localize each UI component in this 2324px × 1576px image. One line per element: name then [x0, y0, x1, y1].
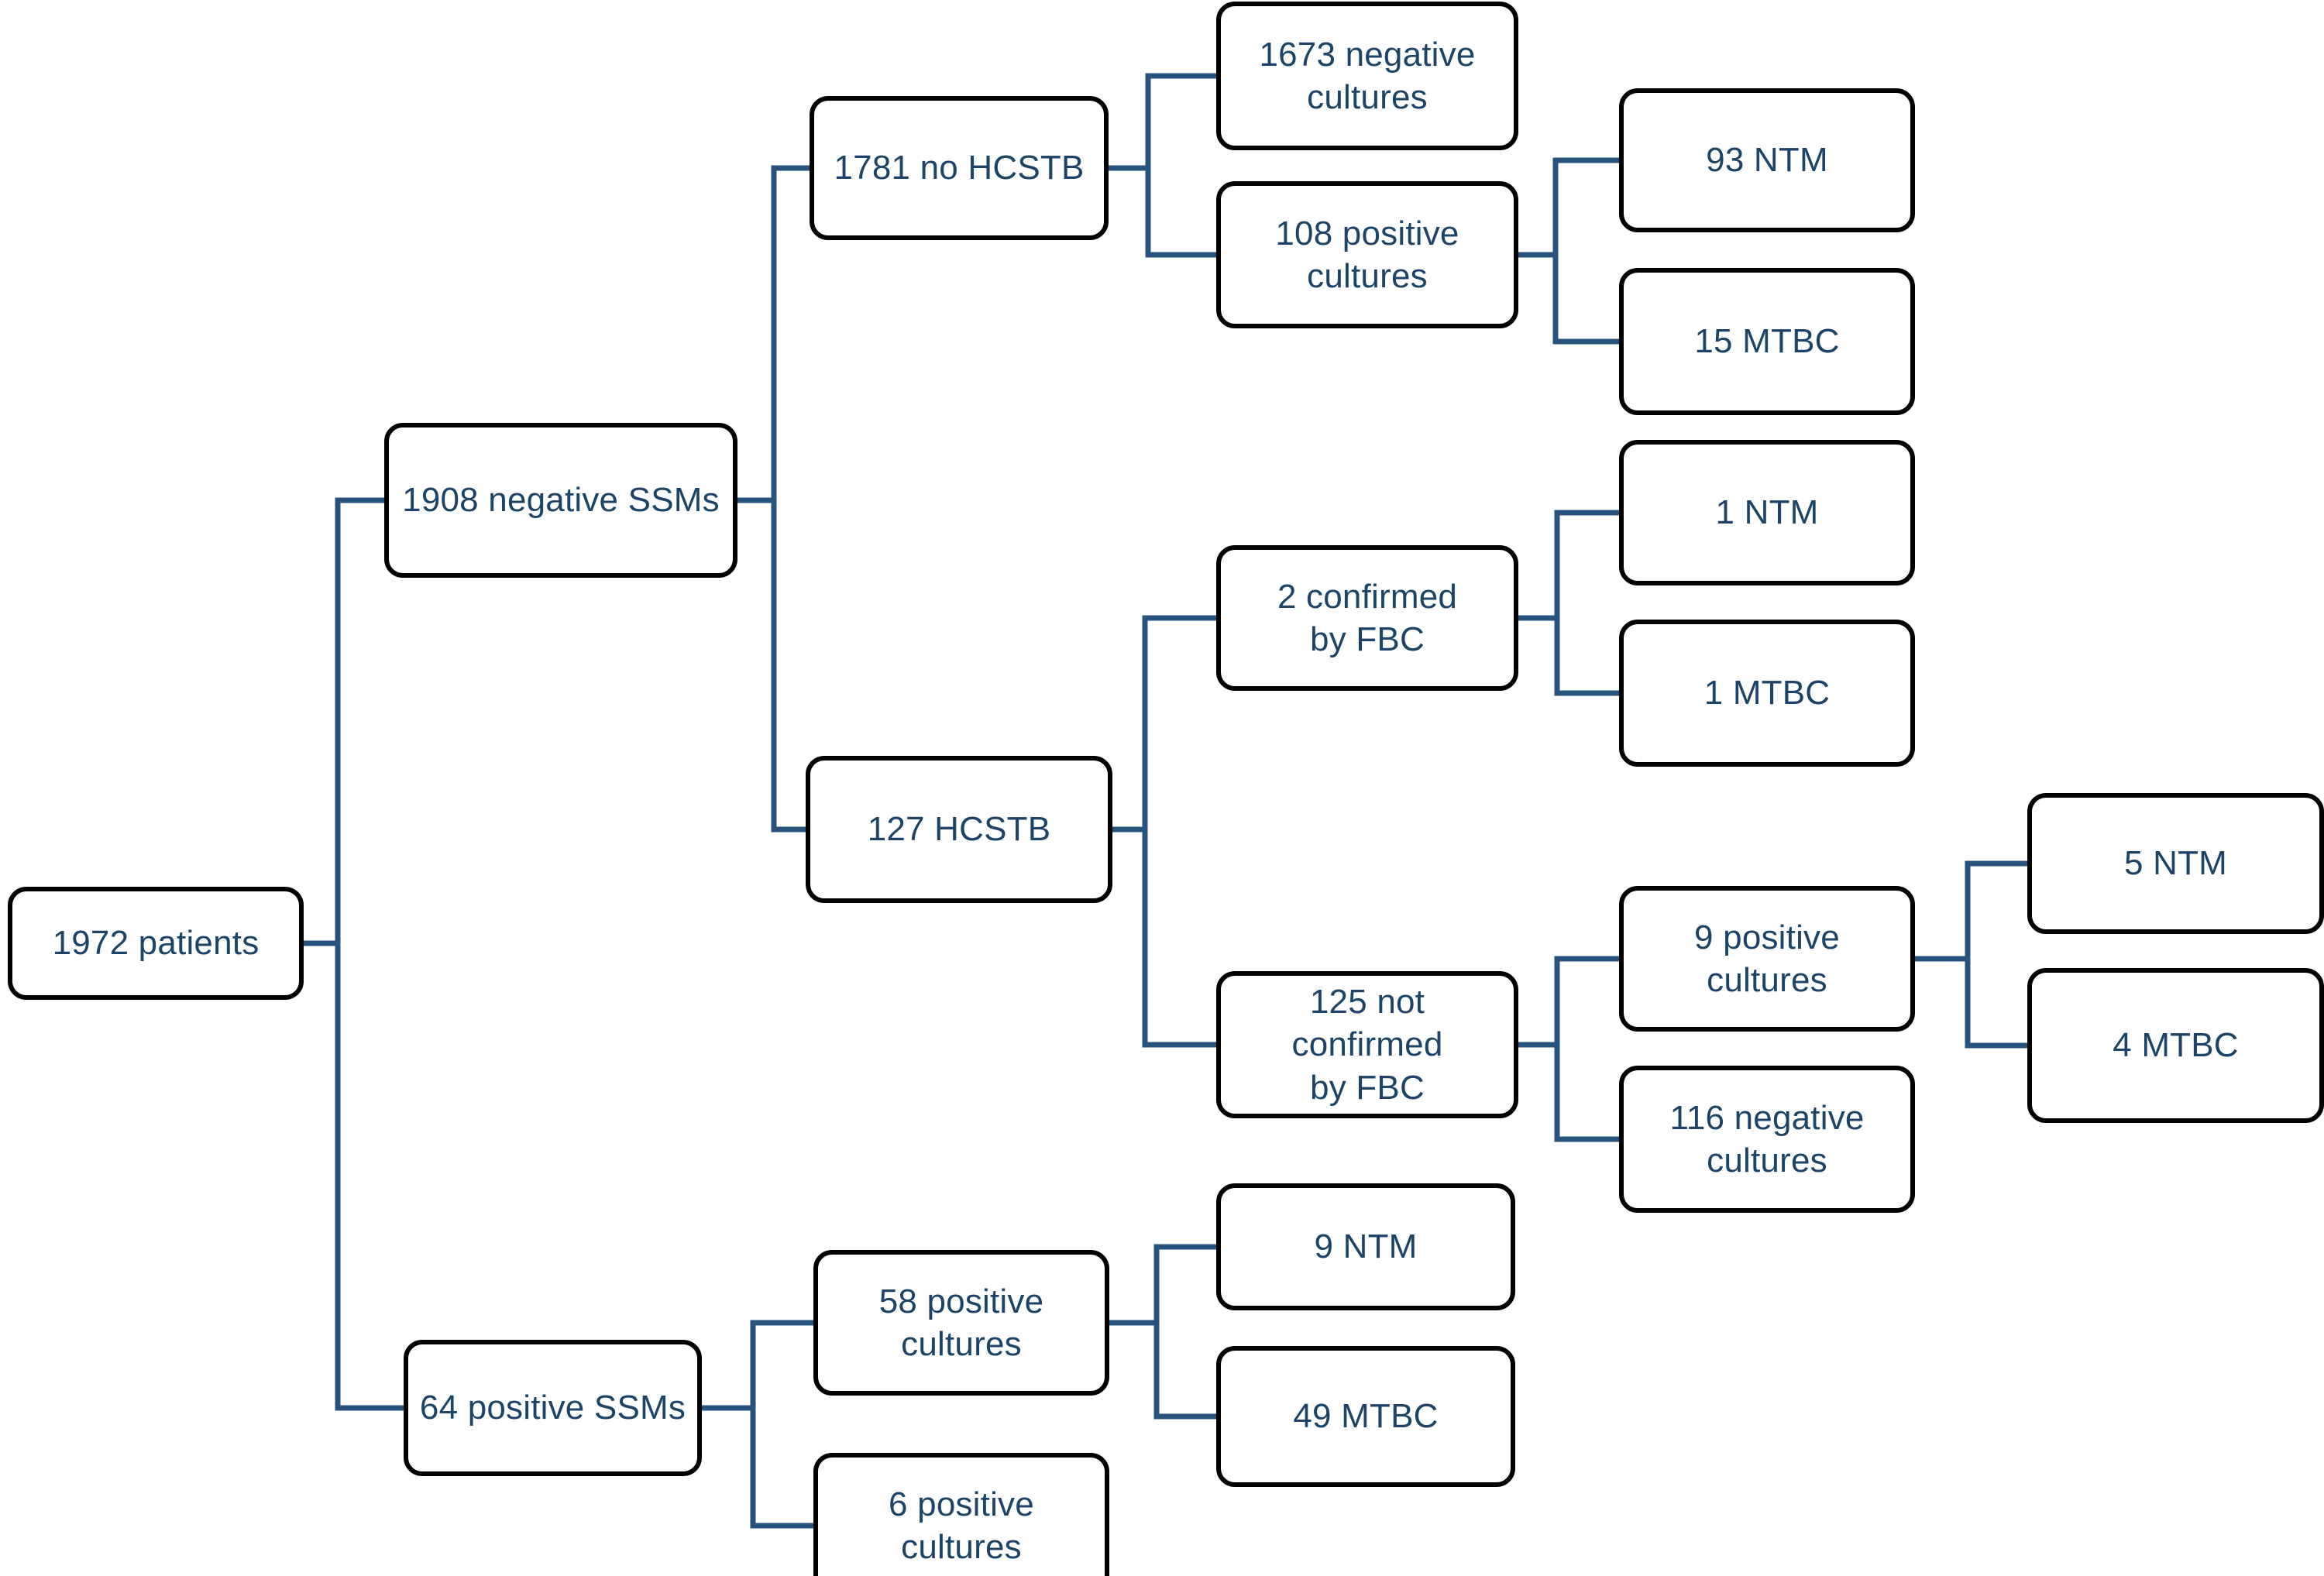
flow-node-label: 9 positive cultures — [1694, 918, 1840, 999]
flow-node-pos-cultures-108[interactable]: 108 positive cultures — [1216, 181, 1518, 328]
flow-node-label: 108 positive cultures — [1275, 214, 1459, 295]
flow-node-ntm-5[interactable]: 5 NTM — [2027, 793, 2324, 934]
flow-node-mtbc-15[interactable]: 15 MTBC — [1619, 268, 1915, 415]
flow-node-patients[interactable]: 1972 patients — [8, 887, 304, 1000]
flow-node-label: 127 HCSTB — [867, 810, 1051, 849]
flow-node-label: 116 negative cultures — [1669, 1098, 1865, 1179]
flow-node-label: 1 MTBC — [1703, 674, 1831, 712]
flow-node-label: 9 NTM — [1314, 1227, 1418, 1266]
flow-node-label: 93 NTM — [1706, 141, 1828, 180]
flow-node-label: 125 not confirmed by FBC — [1291, 982, 1443, 1107]
flow-node-label: 1781 no HCSTB — [834, 149, 1085, 187]
flow-node-label: 1 NTM — [1715, 493, 1819, 532]
flow-node-label: 5 NTM — [2124, 844, 2227, 883]
flow-node-label: 1972 patients — [52, 924, 260, 963]
flow-node-neg-ssm[interactable]: 1908 negative SSMs — [384, 423, 737, 578]
flow-node-label: 64 positive SSMs — [419, 1389, 686, 1427]
flow-node-label: 2 confirmed by FBC — [1277, 577, 1458, 658]
flow-node-label: 4 MTBC — [2113, 1026, 2239, 1065]
flow-node-ntm-1[interactable]: 1 NTM — [1619, 440, 1915, 585]
flow-node-confirmed-fbc[interactable]: 2 confirmed by FBC — [1216, 545, 1518, 691]
flow-node-label: 15 MTBC — [1694, 322, 1840, 361]
flow-node-label: 1673 negative cultures — [1259, 35, 1476, 116]
flow-node-neg-cultures-1673[interactable]: 1673 negative cultures — [1216, 2, 1518, 150]
flow-node-pos-cultures-9[interactable]: 9 positive cultures — [1619, 886, 1915, 1032]
flow-node-neg-cultures-116[interactable]: 116 negative cultures — [1619, 1066, 1915, 1213]
flow-node-not-confirmed-fbc[interactable]: 125 not confirmed by FBC — [1216, 971, 1518, 1118]
flow-node-mtbc-4[interactable]: 4 MTBC — [2027, 968, 2324, 1123]
flow-node-ssm-mtbc-49[interactable]: 49 MTBC — [1216, 1346, 1515, 1487]
flow-node-ssm-pos-cultures-6[interactable]: 6 positive cultures — [813, 1453, 1109, 1576]
flow-node-hcstb[interactable]: 127 HCSTB — [806, 756, 1112, 903]
flow-node-label: 58 positive cultures — [878, 1282, 1044, 1363]
flow-node-label: 1908 negative SSMs — [402, 481, 720, 520]
flow-node-pos-ssm[interactable]: 64 positive SSMs — [404, 1340, 702, 1476]
flow-node-ssm-ntm-9[interactable]: 9 NTM — [1216, 1183, 1515, 1310]
flow-node-ssm-pos-cultures[interactable]: 58 positive cultures — [813, 1250, 1109, 1396]
flow-node-ntm-93[interactable]: 93 NTM — [1619, 88, 1915, 232]
flow-node-mtbc-1[interactable]: 1 MTBC — [1619, 620, 1915, 767]
flow-node-no-hcstb[interactable]: 1781 no HCSTB — [810, 96, 1109, 240]
flow-node-label: 6 positive cultures — [889, 1485, 1034, 1566]
flow-node-label: 49 MTBC — [1293, 1397, 1439, 1436]
